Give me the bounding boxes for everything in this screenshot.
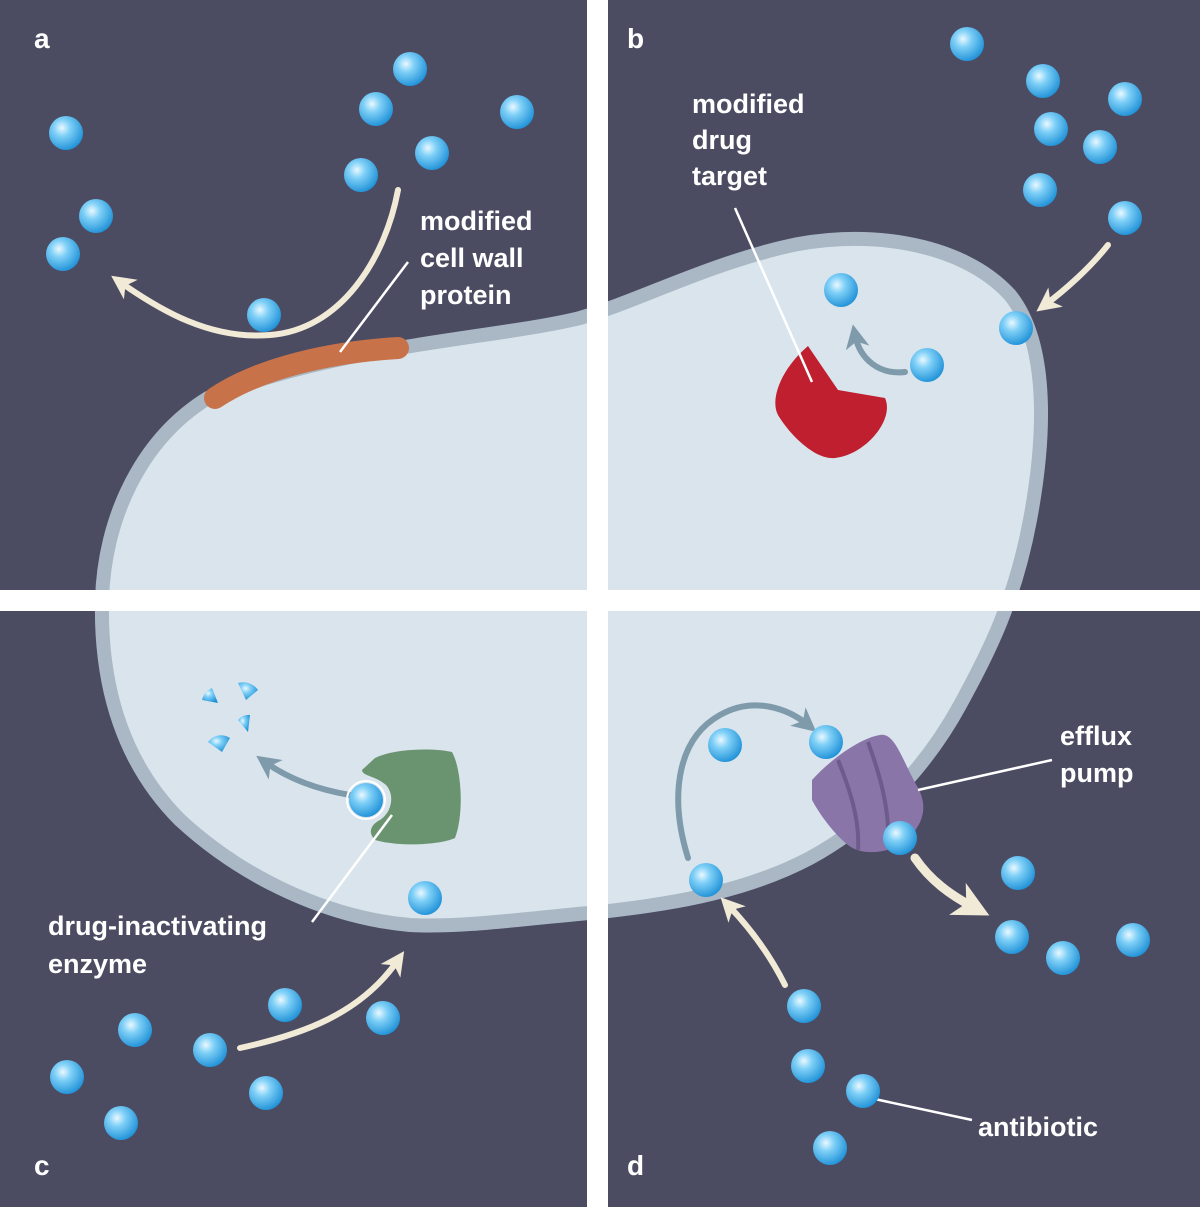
antibiotic-molecule — [1083, 130, 1117, 164]
antibiotic-molecule — [247, 298, 281, 332]
label-modified-cell-wall-protein: modified cell wall protein — [420, 206, 540, 310]
leader-lines — [310, 207, 1053, 1122]
antibiotic-molecule — [1108, 82, 1142, 116]
antibiotic-molecule — [268, 988, 302, 1022]
antibiotic-molecule — [249, 1076, 283, 1110]
antibiotic-molecule — [408, 881, 442, 915]
antibiotic-molecule — [193, 1033, 227, 1067]
entry-arrow — [1036, 242, 1111, 312]
antibiotic-molecule — [883, 821, 917, 855]
antibiotic-molecule — [824, 273, 858, 307]
antibiotic-molecule — [349, 783, 383, 817]
antibiotic-molecule — [809, 725, 843, 759]
antibiotic-molecule — [500, 95, 534, 129]
antibiotic-molecule — [359, 92, 393, 126]
antibiotic-molecule — [1023, 173, 1057, 207]
antibiotic-molecule — [46, 237, 80, 271]
modified-cell-wall-protein — [204, 337, 409, 409]
antibiotic-molecule — [910, 348, 944, 382]
antibiotic-molecule — [366, 1001, 400, 1035]
deflection-arrow — [111, 187, 401, 339]
antibiotic-molecule — [49, 116, 83, 150]
modified-drug-target — [775, 346, 887, 459]
inactivation-arrow — [256, 755, 353, 798]
efflux-loop-arrow — [675, 702, 817, 861]
antibiotic-molecule — [344, 158, 378, 192]
bound-molecule-ring — [346, 780, 386, 820]
divider-horizontal — [0, 590, 1200, 611]
panel-letter-a: a — [34, 23, 50, 54]
antibiotic-molecule — [1026, 64, 1060, 98]
antibiotic-molecule — [846, 1074, 880, 1108]
antibiotic-fragments — [202, 682, 258, 752]
panel-letter-b: b — [627, 23, 644, 54]
panel-letter-c: c — [34, 1150, 50, 1181]
antibiotic-molecule — [787, 989, 821, 1023]
antibiotic-molecule — [79, 199, 113, 233]
antibiotic-molecule — [1116, 923, 1150, 957]
antibiotic-molecule — [950, 27, 984, 61]
antibiotic-molecule — [1046, 941, 1080, 975]
antibiotic-molecule — [813, 1131, 847, 1165]
antibiotic-molecule — [999, 311, 1033, 345]
antibiotic-molecule — [791, 1049, 825, 1083]
antibiotic-molecules — [46, 27, 1150, 1165]
antibiotic-molecule — [393, 52, 427, 86]
antibiotic-molecule — [689, 863, 723, 897]
antibiotic-molecule — [415, 136, 449, 170]
antibiotic-molecule — [104, 1106, 138, 1140]
antibiotic-molecule — [1001, 856, 1035, 890]
panel-letter-d: d — [627, 1150, 644, 1181]
label-drug-inactivating-enzyme: drug-inactivating enzyme — [48, 911, 275, 979]
label-efflux-pump: efflux pump — [1060, 721, 1140, 788]
entry-arrow-d — [720, 897, 788, 988]
antibiotic-molecule — [1108, 201, 1142, 235]
antibiotic-molecule — [1034, 112, 1068, 146]
antibiotic-molecule — [995, 920, 1029, 954]
antibiotic-molecule — [708, 728, 742, 762]
label-antibiotic: antibiotic — [978, 1112, 1098, 1142]
antibiotic-molecule — [118, 1013, 152, 1047]
efflux-out-arrow — [910, 853, 990, 916]
entry-arrow-c — [237, 951, 405, 1051]
label-modified-drug-target: modified drug target — [692, 89, 812, 191]
deflection-arrow-target — [845, 324, 908, 376]
antibiotic-molecule — [50, 1060, 84, 1094]
